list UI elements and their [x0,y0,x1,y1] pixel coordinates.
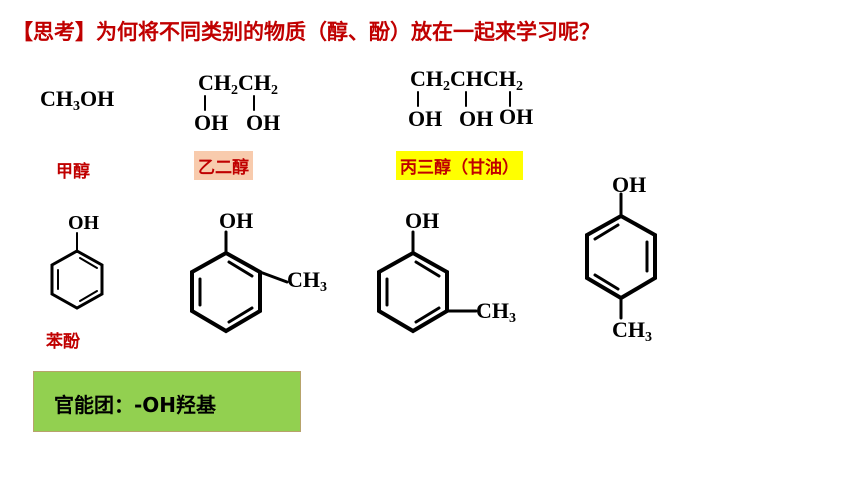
methanol-name: 甲醇 [56,162,90,182]
glycerol-name: 丙三醇（甘油） [396,151,523,180]
functional-group-text: 官能团：-OH羟基 [54,393,217,417]
m-cresol-ch3: CH3 [476,298,516,326]
ethylene-glycol-name: 乙二醇 [194,151,253,180]
glycerol-formula: CH2CHCH2 [410,66,523,94]
o-cresol-oh: OH [219,208,254,233]
glycerol-oh-1: OH [408,106,443,131]
functional-group-box: 官能团：-OH羟基 [33,371,301,432]
phenol-oh: OH [68,212,100,234]
ethylene-glycol-oh-1: OH [194,110,229,135]
p-cresol-ch3: CH3 [612,317,652,345]
ethylene-glycol-formula: CH2CH2 [198,70,278,98]
o-cresol-ch3: CH3 [287,267,327,295]
m-cresol-oh: OH [405,208,440,233]
phenol-name: 苯酚 [46,332,80,352]
p-cresol-oh: OH [612,172,647,197]
ethylene-glycol-oh-2: OH [246,110,281,135]
glycerol-oh-2: OH [459,106,494,131]
methanol-formula: CH3OH [40,86,115,114]
page-title: 【思考】为何将不同类别的物质（醇、酚）放在一起来学习呢？ [12,20,600,44]
glycerol-oh-3: OH [499,104,534,129]
